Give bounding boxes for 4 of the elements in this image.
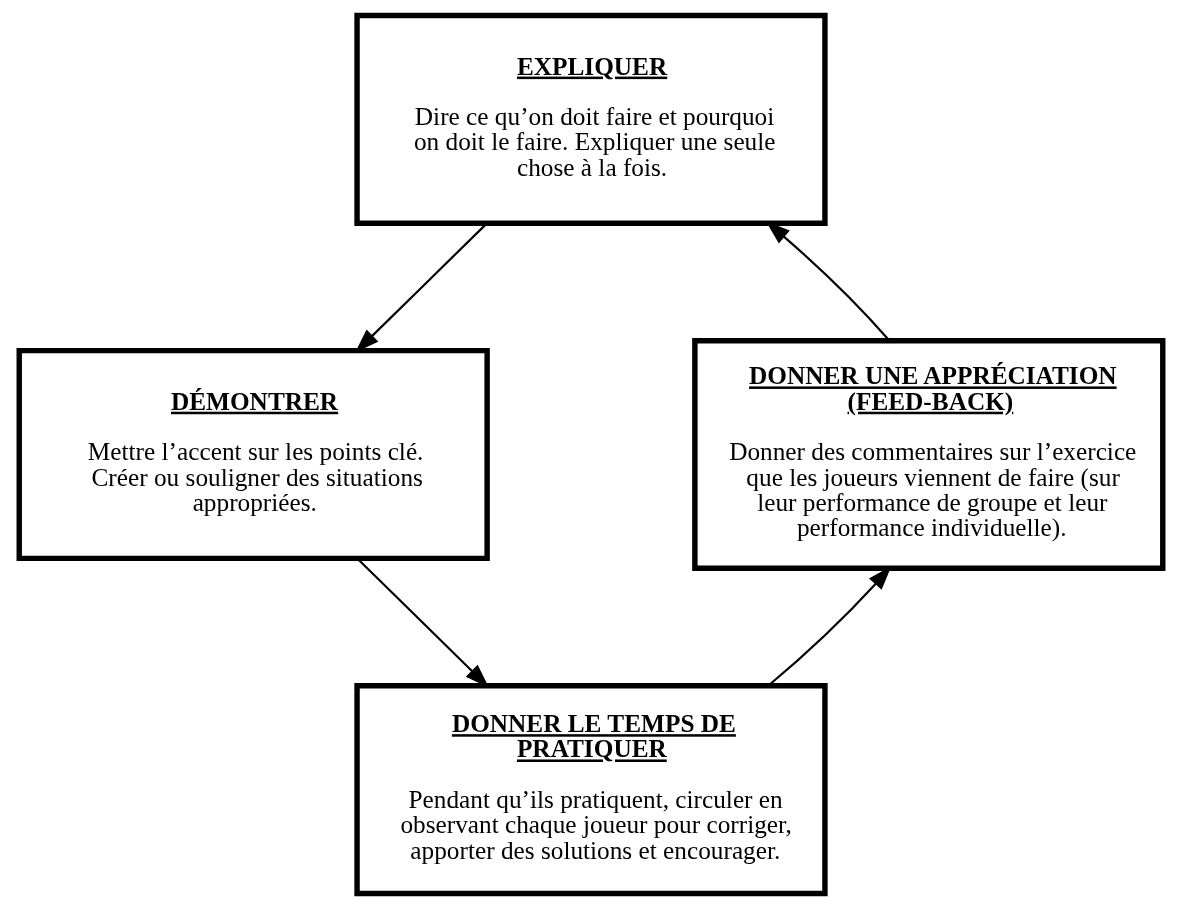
node-box: DONNER LE TEMPS DE PRATIQUER Pendant qu’ils pratiquent, circuler en observant chaque joueur pour corriger, apporter des solutions et encourager. [353,683,828,897]
node-box: EXPLIQUER Dire ce qu’on doit faire et pourquoi on doit le faire. Expliquer une seule chose à la fois. [353,12,828,226]
node-box: DONNER UNE APPRÉCIATION (FEED-BACK) Donner des commentaires sur l’exercice que les joueurs viennent de faire (sur leur performance de groupe et leur performance individuelle). [691,338,1165,571]
node-box: DÉMONTRER Mettre l’accent sur les points clé. Créer ou souligner des situations appropriées. [16,347,490,562]
